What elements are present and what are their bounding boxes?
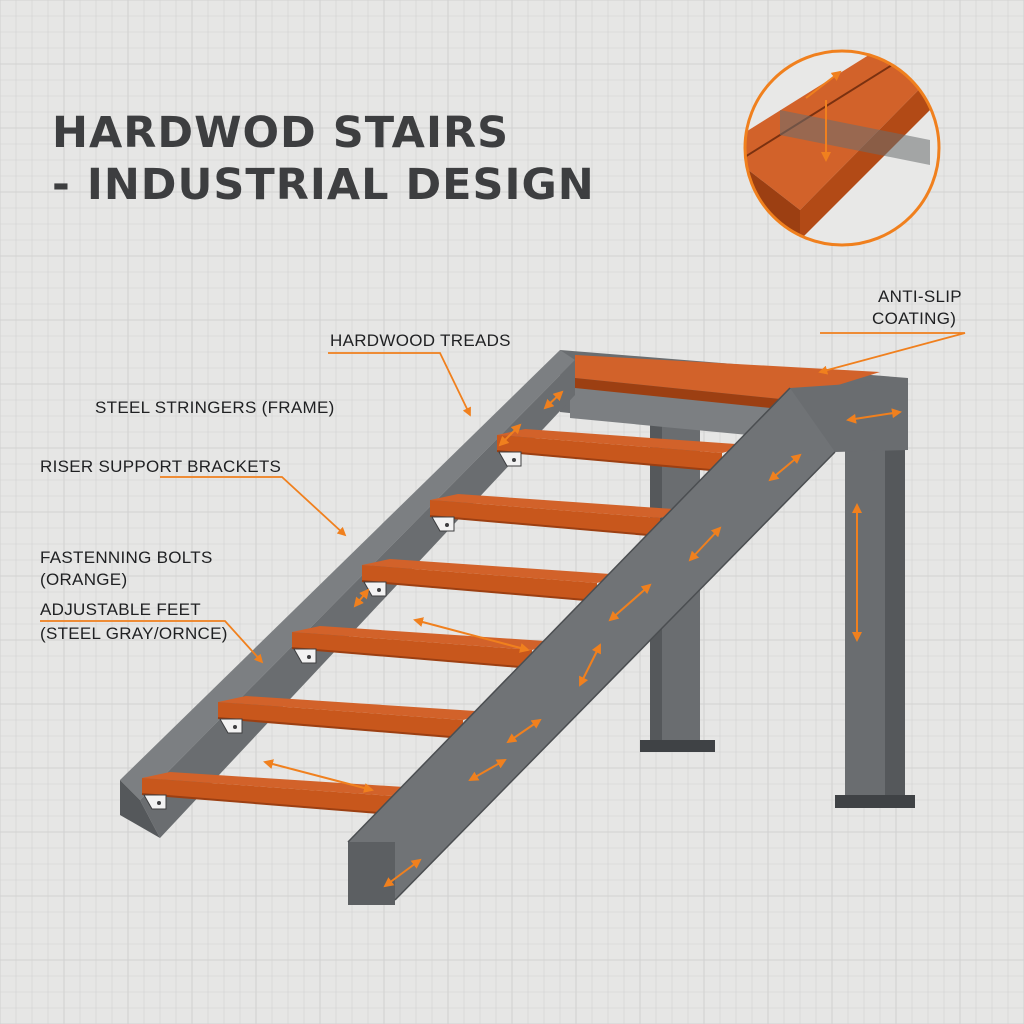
tread-top (497, 429, 750, 453)
tread-edge (429, 515, 661, 537)
tread-edge (361, 580, 598, 602)
leader-lines (40, 332, 966, 664)
riser-bracket (363, 581, 387, 597)
dimension-arrow (543, 390, 564, 410)
bracket-bolt (307, 655, 311, 659)
bracket-bolt (233, 725, 237, 729)
tread-1 (496, 429, 750, 472)
tread-edge (217, 717, 464, 739)
leader-line (328, 352, 471, 417)
dimension-arrow (688, 526, 722, 562)
tread-front (497, 435, 722, 471)
leader-line (40, 620, 264, 664)
label-steel-stringers: STEEL STRINGERS (FRAME) (95, 398, 335, 417)
dimension-arrow (608, 583, 652, 622)
tread-top (362, 559, 625, 583)
tread-front (142, 778, 392, 814)
title-line-2: - INDUSTRIAL DESIGN (52, 160, 595, 210)
leader-line (160, 476, 347, 537)
tread-front (292, 632, 532, 668)
label-bolts-1: FASTENNING BOLTS (40, 548, 213, 567)
dimension-arrow (468, 759, 507, 781)
tread-3 (361, 559, 625, 602)
dimension-arrow (506, 718, 542, 744)
bracket-bolt (445, 523, 449, 527)
bracket-bolt (512, 458, 516, 462)
label-anti-slip-2: COATING) (872, 309, 957, 328)
dimension-arrow (413, 617, 530, 653)
bracket-bolt (157, 801, 161, 805)
bracket-bolt (377, 588, 381, 592)
label-feet-1: ADJUSTABLE FEET (40, 600, 201, 619)
label-hardwood-treads: HARDWOOD TREADS (330, 331, 511, 350)
label-bolts-2: (ORANGE) (40, 570, 128, 589)
title-line-1: HARDWOD STAIRS (52, 108, 510, 158)
tread-top (218, 696, 491, 720)
tread-front (430, 500, 660, 536)
dimension-arrow (498, 423, 522, 447)
tread-front (362, 565, 597, 601)
leader-line (818, 332, 966, 375)
riser-bracket (293, 648, 317, 664)
dimension-arrow (263, 759, 374, 793)
tread-front (218, 702, 463, 738)
tread-edge (141, 793, 393, 815)
riser-bracket (431, 516, 455, 532)
dimension-arrow (846, 408, 902, 424)
dimension-arrow (353, 588, 370, 608)
riser-bracket (498, 451, 522, 467)
tread-top (430, 494, 688, 518)
riser-bracket (219, 718, 243, 734)
dimension-arrow (579, 643, 601, 687)
riser-bracket (143, 794, 167, 810)
tread-5 (217, 696, 491, 739)
tread-edge (291, 647, 533, 669)
label-feet-2: (STEEL GRAY/ORNCE) (40, 624, 228, 643)
hardwood-treads (141, 429, 750, 815)
label-anti-slip-1: ANTI-SLIP (878, 287, 962, 306)
detail-inset (743, 49, 941, 247)
dimension-arrow (768, 453, 802, 482)
tread-edge (496, 450, 723, 472)
tread-2 (429, 494, 688, 537)
dimension-arrow (383, 858, 422, 888)
dimension-arrows (263, 390, 902, 888)
label-riser-brackets: RISER SUPPORT BRACKETS (40, 457, 282, 476)
